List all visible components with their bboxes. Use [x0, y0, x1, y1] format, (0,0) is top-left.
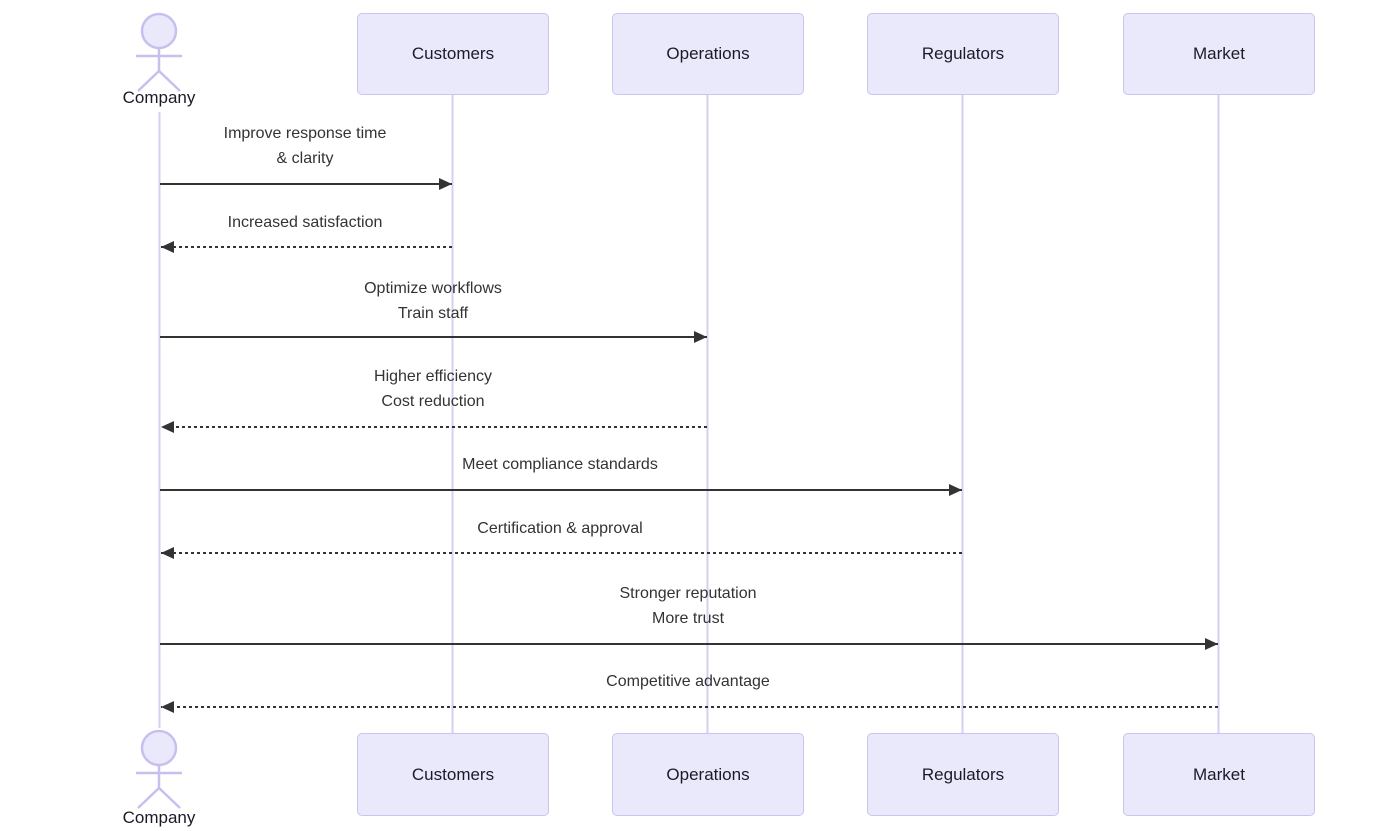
message-line: Train staff [397, 305, 469, 322]
message-label-0: Improve response time & clarity [224, 121, 387, 171]
message-label-3: Higher efficiency Cost reduction [374, 364, 492, 414]
message-label-7: Competitive advantage [606, 669, 770, 694]
message-line: Cost reduction [381, 393, 485, 410]
message-line: More trust [651, 610, 725, 627]
message-label-6: Stronger reputation More trust [620, 581, 757, 631]
actor-head [140, 12, 178, 50]
message-line: & clarity [276, 150, 334, 167]
participant-regulators-bottom: Regulators [867, 733, 1059, 816]
participant-regulators-top: Regulators [867, 13, 1059, 95]
message-line: Increased satisfaction [227, 214, 383, 231]
message-line: Competitive advantage [606, 673, 770, 690]
actor-figure-bottom [136, 729, 182, 809]
message-line: Certification & approval [477, 520, 643, 537]
actor-label-company-top: Company [122, 88, 196, 107]
message-line: Stronger reputation [619, 585, 757, 602]
participant-customers-top: Customers [357, 13, 549, 95]
message-line: Meet compliance standards [462, 456, 658, 473]
participant-customers-bottom: Customers [357, 733, 549, 816]
participant-operations-top: Operations [612, 13, 804, 95]
message-label-4: Meet compliance standards [462, 452, 658, 477]
actor-label-company-bottom: Company [122, 808, 196, 827]
message-label-5: Certification & approval [477, 516, 642, 541]
message-line: Higher efficiency [374, 368, 492, 385]
participant-operations-bottom: Operations [612, 733, 804, 816]
participant-market-top: Market [1123, 13, 1315, 95]
actor-head [140, 729, 178, 767]
message-line: Optimize workflows [364, 280, 502, 297]
participant-market-bottom: Market [1123, 733, 1315, 816]
message-line: Improve response time [223, 125, 387, 142]
message-label-2: Optimize workflows Train staff [364, 276, 502, 326]
message-label-1: Increased satisfaction [228, 210, 383, 235]
actor-figure-top [136, 12, 182, 92]
